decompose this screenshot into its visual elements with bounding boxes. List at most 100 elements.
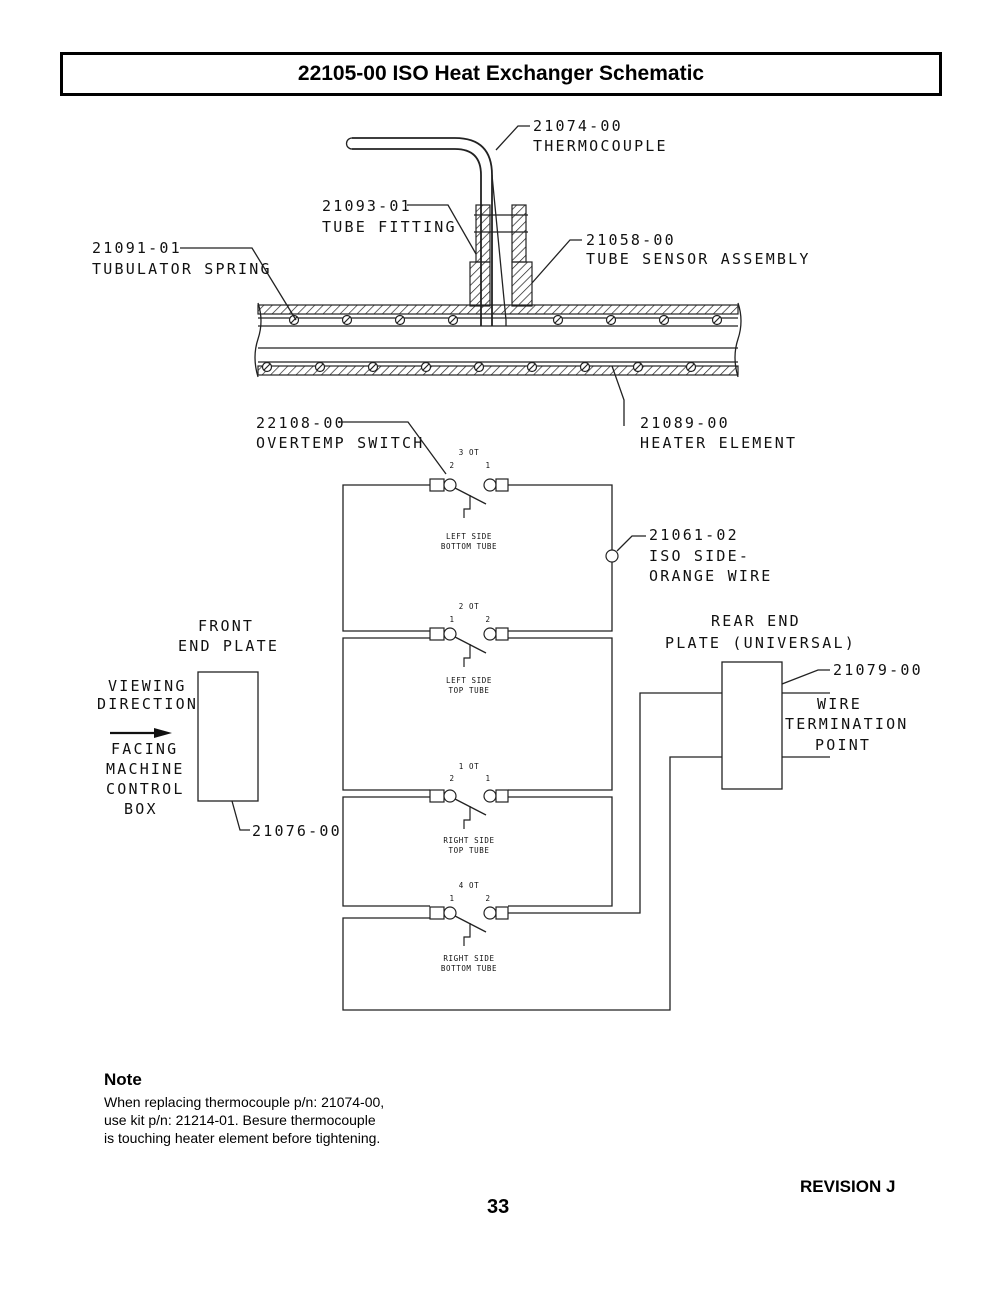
switch-terminal bbox=[495, 906, 509, 920]
switch-actuator bbox=[463, 923, 471, 946]
rear-plate-leader bbox=[781, 669, 830, 685]
switch-terminal bbox=[429, 906, 445, 920]
orange-wire-label-1: ISO SIDE- bbox=[649, 547, 750, 565]
viewing-label-1: VIEWING bbox=[108, 677, 187, 695]
switch-location-label: TOP TUBE bbox=[449, 846, 490, 855]
switch-terminal-number: 1 bbox=[485, 774, 490, 783]
spring-coil bbox=[658, 314, 670, 326]
spring-coil bbox=[367, 361, 379, 373]
spring-coil bbox=[632, 361, 644, 373]
page-title: 22105-00 ISO Heat Exchanger Schematic bbox=[297, 62, 705, 85]
tube-sensor-name-label: TUBE SENSOR ASSEMBLY bbox=[586, 250, 811, 268]
switch-terminal-number: 2 bbox=[485, 894, 490, 903]
front-plate-label-2: END PLATE bbox=[178, 637, 279, 655]
front-plate-pn-label: 21076-00 bbox=[252, 822, 342, 840]
tubulator-name-label: TUBULATOR SPRING bbox=[92, 260, 272, 278]
spring-coil bbox=[552, 314, 564, 326]
switch-contact bbox=[483, 627, 497, 641]
heater-tube bbox=[254, 302, 742, 378]
switch-location-label: BOTTOM TUBE bbox=[441, 964, 497, 973]
rear-end-plate bbox=[721, 661, 783, 790]
switch-location-label: LEFT SIDE bbox=[446, 532, 492, 541]
switch-terminal-number: 2 bbox=[449, 774, 454, 783]
switch-contact bbox=[443, 906, 457, 920]
spring-coil bbox=[394, 314, 406, 326]
wire-term-label-2: TERMINATION bbox=[785, 715, 909, 733]
switch-terminal bbox=[429, 627, 445, 641]
rear-plate-label-2: PLATE (UNIVERSAL) bbox=[665, 634, 856, 652]
wiring bbox=[342, 484, 830, 1011]
spring-coil bbox=[473, 361, 485, 373]
overtemp-leader bbox=[338, 421, 447, 475]
viewing-label-2: DIRECTION bbox=[97, 695, 198, 713]
note-block: Note When replacing thermocouple p/n: 21… bbox=[104, 1070, 484, 1147]
switch-contact bbox=[483, 906, 497, 920]
switch-actuator bbox=[463, 806, 471, 829]
switch-actuator bbox=[463, 495, 471, 518]
switch-terminal bbox=[429, 789, 445, 803]
heater-name-label: HEATER ELEMENT bbox=[640, 434, 797, 452]
switch-terminal bbox=[429, 478, 445, 492]
switch-contact bbox=[443, 478, 457, 492]
switch-location-label: TOP TUBE bbox=[449, 686, 490, 695]
switch-id-label: 4 OT bbox=[459, 881, 479, 890]
overtemp-pn-label: 22108-00 bbox=[256, 414, 346, 432]
front-plate-label-1: FRONT bbox=[198, 617, 254, 635]
switch-location-label: BOTTOM TUBE bbox=[441, 542, 497, 551]
note-line: When replacing thermocouple p/n: 21074-0… bbox=[104, 1094, 385, 1110]
overtemp-name-label: OVERTEMP SWITCH bbox=[256, 434, 424, 452]
spring-coil bbox=[579, 361, 591, 373]
front-plate-leader bbox=[231, 800, 250, 831]
switch-terminal-number: 2 bbox=[449, 461, 454, 470]
front-end-plate bbox=[197, 671, 259, 802]
switch-terminal-number: 1 bbox=[449, 615, 454, 624]
facing-label-4: BOX bbox=[124, 800, 158, 818]
switch-contact bbox=[483, 478, 497, 492]
page-title-box: 22105-00 ISO Heat Exchanger Schematic bbox=[60, 52, 942, 96]
switch-id-label: 1 OT bbox=[459, 762, 479, 771]
page-number: 33 bbox=[487, 1196, 510, 1218]
tube-fitting-name-label: TUBE FITTING bbox=[322, 218, 457, 236]
note-line: is touching heater element before tighte… bbox=[104, 1130, 381, 1146]
facing-label-3: CONTROL bbox=[106, 780, 185, 798]
switch-terminal-number: 2 bbox=[485, 615, 490, 624]
wire-term-label-1: WIRE bbox=[817, 695, 862, 713]
switch-terminal-number: 1 bbox=[485, 461, 490, 470]
switch-terminal bbox=[495, 789, 509, 803]
thermocouple-probe bbox=[345, 137, 507, 326]
switch-id-label: 2 OT bbox=[459, 602, 479, 611]
tube-fitting-pn-label: 21093-01 bbox=[322, 197, 412, 215]
spring-coil bbox=[605, 314, 617, 326]
thermocouple-pn-label: 21074-00 bbox=[533, 117, 623, 135]
switch-location-label: RIGHT SIDE bbox=[443, 836, 494, 845]
switch-terminal bbox=[495, 478, 509, 492]
switch-contact bbox=[443, 789, 457, 803]
rear-plate-pn-label: 21079-00 bbox=[833, 661, 923, 679]
note-line: use kit p/n: 21214-01. Besure thermocoup… bbox=[104, 1112, 376, 1128]
tubulator-spring-coils bbox=[261, 314, 723, 373]
facing-label-2: MACHINE bbox=[106, 760, 185, 778]
rear-plate-label-1: REAR END bbox=[711, 612, 801, 630]
tube-sensor-pn-label: 21058-00 bbox=[586, 231, 676, 249]
spring-coil bbox=[341, 314, 353, 326]
spring-coil bbox=[711, 314, 723, 326]
leader-lines-top bbox=[180, 125, 625, 426]
switch-actuator bbox=[463, 644, 471, 667]
switch-id-label: 3 OT bbox=[459, 448, 479, 457]
wire-term-label-3: POINT bbox=[815, 736, 871, 754]
spring-coil bbox=[447, 314, 459, 326]
heater-pn-label: 21089-00 bbox=[640, 414, 730, 432]
spring-coil bbox=[420, 361, 432, 373]
spring-coil bbox=[685, 361, 697, 373]
thermocouple-name-label: THERMOCOUPLE bbox=[533, 137, 668, 155]
switch-location-label: LEFT SIDE bbox=[446, 676, 492, 685]
spring-coil bbox=[526, 361, 538, 373]
note-title: Note bbox=[104, 1070, 142, 1089]
spring-coil bbox=[261, 361, 273, 373]
